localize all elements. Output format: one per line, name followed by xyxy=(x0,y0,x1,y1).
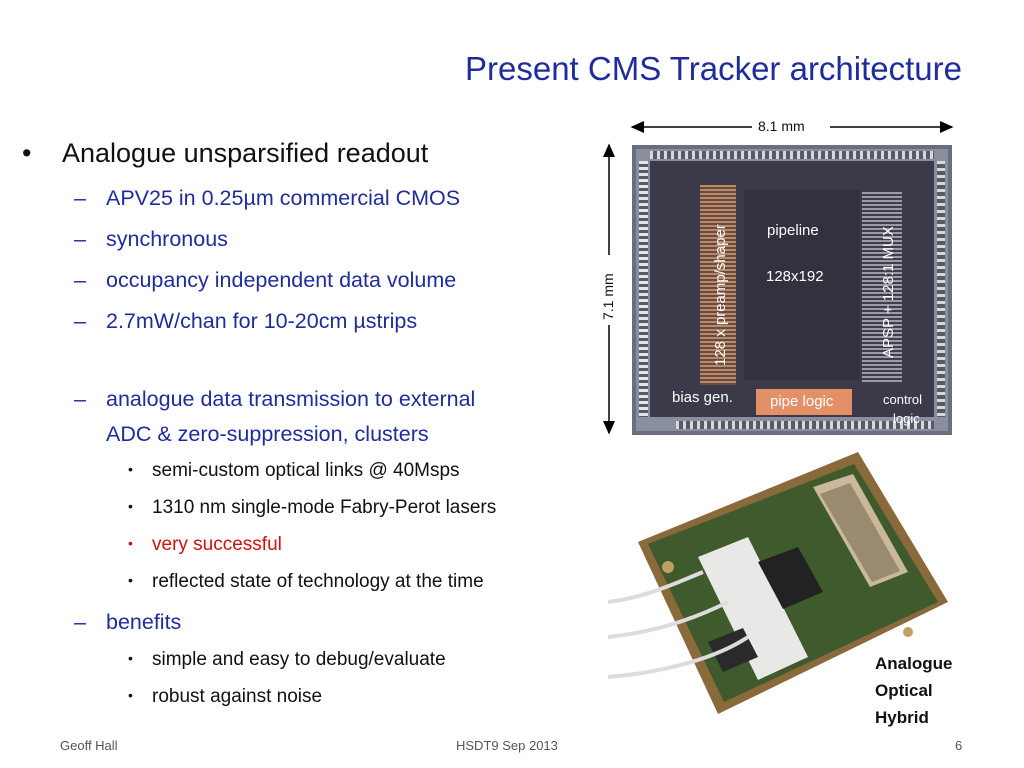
chip-mux-region xyxy=(862,192,902,382)
detail-simple-debug: • simple and easy to debug/evaluate xyxy=(128,649,446,671)
bullet-text: benefits xyxy=(106,610,182,634)
dash-marker: – xyxy=(74,309,86,333)
detail-lasers: • 1310 nm single-mode Fabry-Perot lasers xyxy=(128,497,496,519)
dash-marker: – xyxy=(74,610,86,634)
bullet-text: occupancy independent data volume xyxy=(106,268,457,292)
chip-bond-pads-bottom xyxy=(676,421,934,429)
sub-bullet-benefits: –benefits xyxy=(74,605,181,640)
chip-width-label: 8.1 mm xyxy=(758,118,805,134)
caption-line: Analogue xyxy=(875,654,953,673)
caption-line: Hybrid xyxy=(875,708,929,727)
bullet-text: very successful xyxy=(152,534,282,555)
chip-bond-pads-left xyxy=(639,161,648,417)
chip-bond-pads-right xyxy=(937,161,945,417)
detail-optical-links: • semi-custom optical links @ 40Msps xyxy=(128,460,460,482)
sub-bullet-apv25: –APV25 in 0.25µm commercial CMOS xyxy=(74,181,460,216)
chip-label-pipe-logic: pipe logic xyxy=(770,393,834,410)
chip-label-control: control xyxy=(883,392,923,407)
chip-label-pipeline: pipeline xyxy=(767,222,819,239)
chip-bond-pads-top xyxy=(650,151,934,159)
detail-robust-noise: • robust against noise xyxy=(128,686,322,708)
sub-bullet-synchronous: –synchronous xyxy=(74,222,228,257)
chip-label-mux: APSP + 128:1 MUX xyxy=(880,226,897,358)
sub-bullet-transmission: –analogue data transmission to external xyxy=(74,382,475,417)
chip-label-preamp: 128 x preamp/shaper xyxy=(712,224,729,366)
footer-author: Geoff Hall xyxy=(60,738,118,753)
slide-title: Present CMS Tracker architecture xyxy=(465,50,962,87)
chip-label-bias: bias gen. xyxy=(672,389,733,406)
dash-marker: – xyxy=(74,186,86,210)
optical-hybrid-photo xyxy=(608,452,968,718)
bullet-text: 1310 nm single-mode Fabry-Perot lasers xyxy=(152,497,497,518)
dash-marker: – xyxy=(74,227,86,251)
detail-very-successful: • very successful xyxy=(128,534,282,556)
chip-preamp-region xyxy=(700,185,736,385)
bullet-text: APV25 in 0.25µm commercial CMOS xyxy=(106,186,461,210)
bullet-text: synchronous xyxy=(106,227,228,251)
dash-marker: – xyxy=(74,268,86,292)
chip-pipe-logic-region xyxy=(756,389,852,415)
chip-label-logic: logic xyxy=(893,411,920,426)
chip-label-pipeline-size: 128x192 xyxy=(766,268,824,285)
footer-page-number: 6 xyxy=(955,738,963,753)
sub-bullet-occupancy: –occupancy independent data volume xyxy=(74,263,456,298)
chip-pipeline-region xyxy=(744,190,860,380)
bullet-text: Analogue unsparsified readout xyxy=(62,138,429,168)
bullet-text: reflected state of technology at the tim… xyxy=(152,571,484,592)
chip-height-label: 7.1 mm xyxy=(600,273,616,320)
dot-marker: • xyxy=(128,461,133,477)
dot-marker: • xyxy=(128,572,133,588)
dot-marker: • xyxy=(128,687,133,703)
sub-bullet-transmission-cont: ADC & zero-suppression, clusters xyxy=(106,417,429,452)
detail-state-of-technology: • reflected state of technology at the ti… xyxy=(128,571,484,593)
bullet-marker: • xyxy=(22,138,32,168)
bullet-text: ADC & zero-suppression, clusters xyxy=(106,422,429,446)
footer-event: HSDT9 Sep 2013 xyxy=(456,738,558,753)
bullet-text: simple and easy to debug/evaluate xyxy=(152,649,446,670)
bullet-text: 2.7mW/chan for 10-20cm µstrips xyxy=(106,309,418,333)
sub-bullet-power: –2.7mW/chan for 10-20cm µstrips xyxy=(74,304,417,339)
bullet-analogue-readout: • Analogue unsparsified readout xyxy=(22,138,428,169)
dot-marker: • xyxy=(128,650,133,666)
bullet-text: analogue data transmission to external xyxy=(106,387,476,411)
dot-marker: • xyxy=(128,535,133,551)
caption-line: Optical xyxy=(875,681,933,700)
dot-marker: • xyxy=(128,498,133,514)
photo-caption: Analogue Optical Hybrid xyxy=(875,650,952,731)
bullet-text: robust against noise xyxy=(152,686,323,707)
dash-marker: – xyxy=(74,387,86,411)
bullet-text: semi-custom optical links @ 40Msps xyxy=(152,460,460,481)
